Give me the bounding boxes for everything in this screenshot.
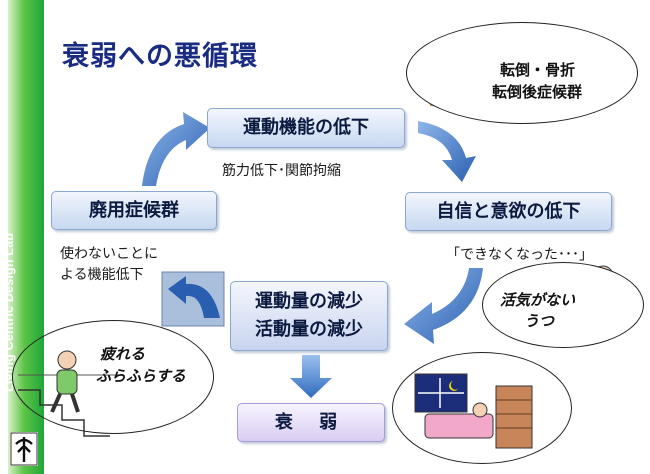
- arrow-down: [290, 355, 332, 398]
- note-cannot: 「できなくなった･･･」: [446, 247, 593, 263]
- note-disuse-1: 使わないことに: [60, 246, 158, 262]
- lab-logo-icon: [10, 432, 38, 466]
- arrow-center-to-left: [161, 271, 225, 327]
- center-line-1: 運動量の減少: [255, 291, 363, 312]
- fall-text-2: 転倒後症候群: [492, 83, 583, 101]
- arrow-left-to-top: [142, 112, 210, 186]
- fall-text-1: 転倒・骨折: [500, 61, 576, 79]
- fall-bubble: [406, 22, 638, 124]
- box-confidence-decline: 自信と意欲の低下: [405, 192, 612, 231]
- box-frailty: 衰 弱: [237, 403, 385, 442]
- center-line-2: 活動量の減少: [255, 319, 363, 340]
- bedroom-bubble: [392, 352, 572, 464]
- depress-bubble: [482, 262, 644, 348]
- tired-text-1: 疲れる: [100, 345, 146, 363]
- box-motor-decline: 運動機能の低下: [207, 108, 405, 148]
- depress-text-1: 活気がない: [500, 291, 576, 309]
- box-disuse-syndrome: 廃用症候群: [51, 191, 217, 230]
- arrow-right-to-center: [404, 268, 483, 344]
- note-muscle: 筋力低下･関節拘縮: [222, 163, 341, 179]
- note-disuse-2: よる機能低下: [60, 267, 144, 283]
- tired-bubble: [12, 320, 214, 434]
- box-activity-decrease: 運動量の減少 活動量の減少: [230, 281, 388, 351]
- depress-text-2: うつ: [524, 312, 555, 330]
- tired-text-2: ふらふらする: [96, 367, 186, 385]
- arrow-top-to-right: [418, 121, 476, 182]
- page-title: 衰弱への悪循環: [62, 41, 258, 72]
